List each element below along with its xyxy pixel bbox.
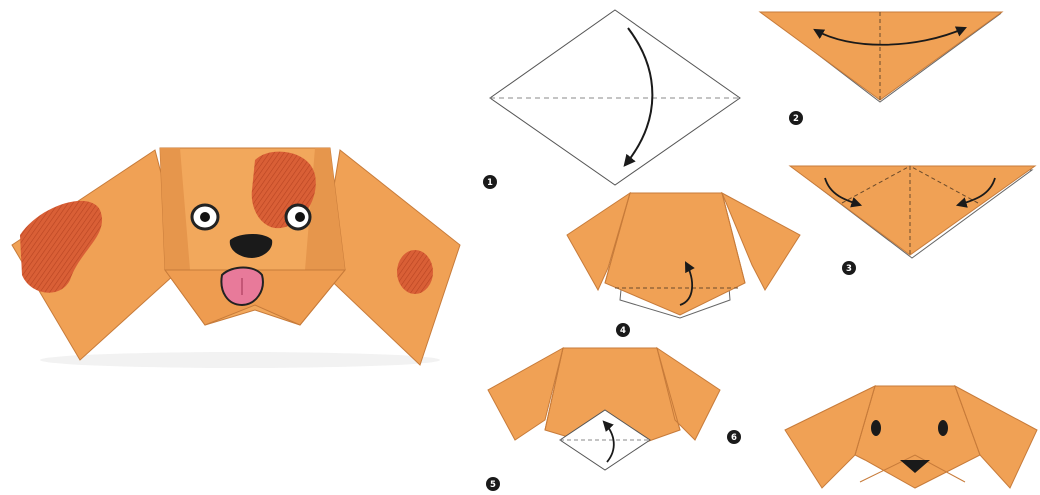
step-4-number: 4 [620,326,626,336]
step-4-badge: 4 [616,323,630,337]
photo-shadow [40,352,440,368]
step-3-badge: 3 [842,261,856,275]
step-2-diagram [760,12,1002,102]
step-2-number: 2 [793,114,799,124]
step-6-diagram [785,386,1037,488]
step-1-badge: 1 [483,175,497,189]
step-6-right-eye [938,420,948,436]
step-6-number: 6 [731,433,737,443]
step-6-left-eye [871,420,881,436]
step-6-badge: 6 [727,430,741,444]
right-pupil [295,212,305,222]
step-5-badge: 5 [486,477,500,491]
step-1-number: 1 [487,178,493,188]
step-4-diagram [567,193,800,318]
right-ear-spot [397,250,433,294]
finished-dog-photo [12,148,460,368]
left-pupil [200,212,210,222]
step-2-paper [760,12,1002,100]
step-5-number: 5 [490,480,496,490]
step-2-badge: 2 [789,111,803,125]
step-3-paper [790,166,1035,255]
step-3-number: 3 [846,264,852,274]
step-3-diagram [790,166,1035,258]
step-1-diagram [490,10,740,185]
step-5-diagram [488,348,720,470]
